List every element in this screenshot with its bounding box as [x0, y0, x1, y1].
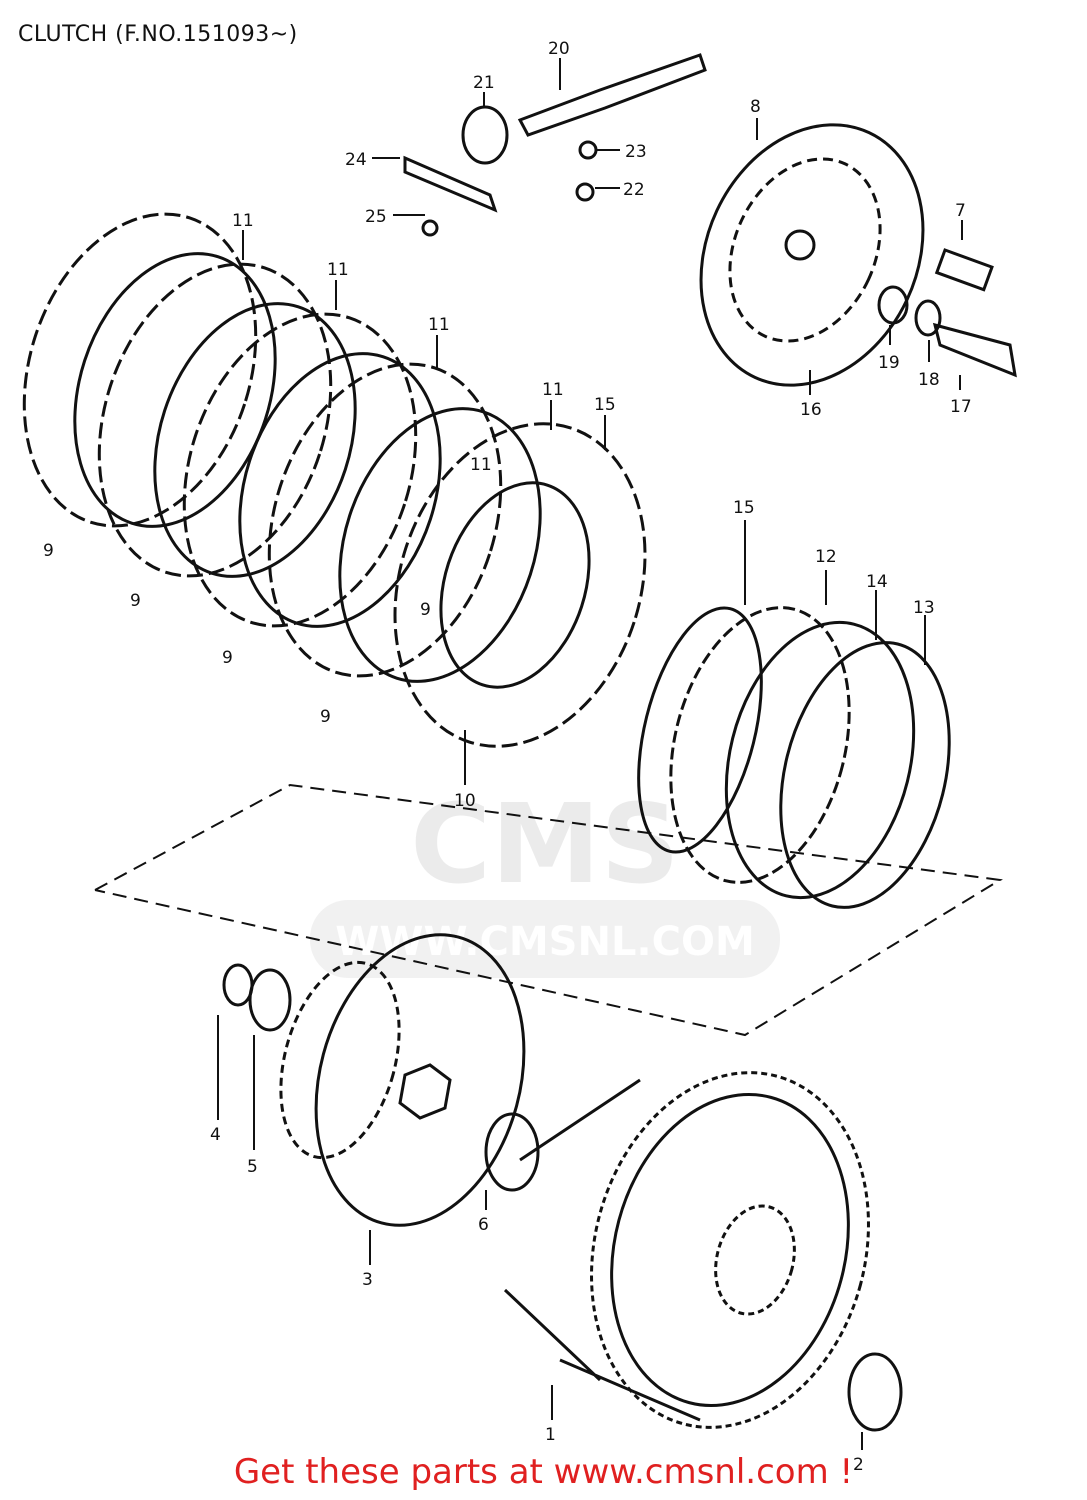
callout-2: 2 — [853, 1455, 864, 1475]
bolt-7 — [934, 248, 994, 292]
watermark-logo: CMS — [410, 780, 679, 908]
callout-11e: 11 — [470, 455, 492, 475]
hub-nut — [398, 1063, 452, 1120]
callout-labels: 1 2 3 4 5 6 7 8 9 9 9 9 9 10 11 11 11 11… — [43, 39, 972, 1475]
drive-plate-11c — [238, 352, 442, 628]
screw-25 — [421, 219, 439, 237]
callout-9e: 9 — [420, 600, 431, 620]
callout-9a: 9 — [43, 541, 54, 561]
callout-17: 17 — [950, 397, 972, 417]
watermark: CMS WWW.CMSNL.COM — [310, 780, 780, 978]
pushrod-20 — [517, 53, 707, 137]
clutch-hub-3 — [314, 933, 526, 1227]
callout-24: 24 — [345, 150, 367, 170]
callout-7: 7 — [955, 201, 966, 221]
callout-11c: 11 — [428, 315, 450, 335]
leader-lines — [217, 58, 963, 1450]
drive-plate-11d — [338, 407, 542, 683]
callout-4: 4 — [210, 1125, 221, 1145]
push-piece-17 — [932, 322, 1017, 378]
callout-21: 21 — [473, 73, 495, 93]
friction-plate-9c — [182, 312, 418, 628]
bearing-18 — [914, 299, 942, 337]
callout-3: 3 — [362, 1270, 373, 1290]
callout-9d: 9 — [320, 707, 331, 727]
assembly-outline — [94, 783, 1003, 1037]
callout-25: 25 — [365, 207, 387, 227]
callout-22: 22 — [623, 180, 645, 200]
footer-link-text[interactable]: Get these parts at www.cmsnl.com ! — [233, 1452, 854, 1492]
damper-ring-set — [637, 606, 951, 909]
housing-gear-teeth — [590, 1071, 870, 1429]
bearing-21 — [461, 105, 509, 165]
drive-plate-11b — [153, 302, 357, 578]
callout-11a: 11 — [232, 211, 254, 231]
callout-20: 20 — [548, 39, 570, 59]
clutch-housing-1 — [503, 1071, 903, 1432]
pressure-plate-spokes — [728, 157, 882, 343]
callout-11b: 11 — [327, 260, 349, 280]
bolt-22 — [575, 182, 595, 202]
friction-plate-9b — [97, 262, 333, 578]
wire-ring-15 — [637, 606, 763, 854]
callout-15a: 15 — [594, 395, 616, 415]
washer-6 — [484, 1112, 540, 1192]
washer-5 — [248, 968, 292, 1032]
lever-24 — [403, 155, 498, 213]
washer-19 — [877, 285, 909, 325]
release-mechanism — [403, 53, 1017, 378]
watermark-badge — [310, 900, 780, 978]
spring-14 — [724, 620, 916, 900]
pressure-plate-hub — [784, 229, 816, 261]
callout-19: 19 — [878, 353, 900, 373]
thrust-washer-2 — [847, 1352, 903, 1432]
nut-4 — [222, 963, 254, 1007]
callout-9b: 9 — [130, 591, 141, 611]
clip-23 — [578, 140, 598, 160]
friction-plate-9d — [267, 362, 503, 678]
callout-9c: 9 — [222, 648, 233, 668]
callout-13: 13 — [913, 598, 935, 618]
hub-splines — [279, 960, 401, 1160]
callout-12: 12 — [815, 547, 837, 567]
callout-23: 23 — [625, 142, 647, 162]
plate-inner-ring — [439, 481, 591, 689]
callout-15b: 15 — [733, 498, 755, 518]
housing-basket-edge — [503, 1078, 701, 1422]
callout-16: 16 — [800, 400, 822, 420]
callout-10: 10 — [454, 791, 476, 811]
page-title: CLUTCH (F.NO.151093~) — [18, 22, 298, 47]
callout-14: 14 — [866, 572, 888, 592]
friction-plate-9a — [22, 212, 258, 528]
friction-plate-10 — [393, 422, 647, 748]
seat-12 — [669, 606, 851, 884]
callout-8: 8 — [750, 97, 761, 117]
drive-plate-11a — [73, 252, 277, 528]
clutch-plate-stack — [22, 212, 647, 748]
callout-18: 18 — [918, 370, 940, 390]
housing-center-gear — [714, 1204, 796, 1316]
callout-5: 5 — [247, 1157, 258, 1177]
callout-1: 1 — [545, 1425, 556, 1445]
callout-11d: 11 — [542, 380, 564, 400]
housing-face — [610, 1093, 850, 1407]
washer-13 — [779, 641, 951, 909]
clutch-hub-assembly — [222, 933, 540, 1227]
callout-6: 6 — [478, 1215, 489, 1235]
